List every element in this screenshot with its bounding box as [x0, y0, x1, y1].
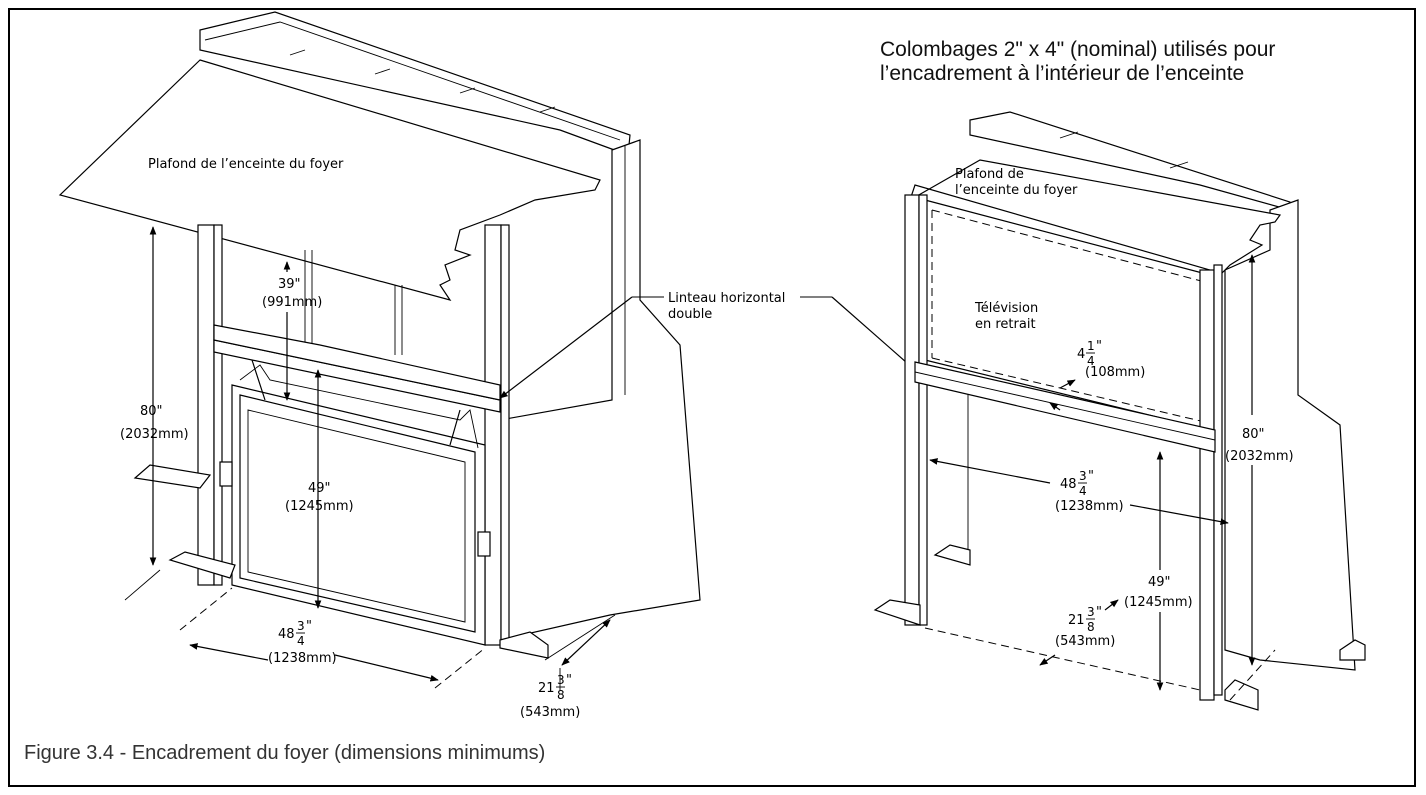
svg-text:": " [1096, 339, 1102, 354]
figure-frame [8, 8, 1416, 787]
left-dim-21-num: 3 [557, 673, 565, 687]
right-dim-48-num: 3 [1079, 469, 1087, 483]
left-dim-39: 39" [278, 277, 301, 292]
right-dim-21-mm: (543mm) [1055, 634, 1115, 649]
right-dim-21-num: 3 [1087, 605, 1095, 619]
header-line-2: l’encadrement à l’intérieur de l’enceint… [880, 62, 1244, 85]
callout-line-2: double [668, 307, 712, 322]
callout-leaders [499, 296, 916, 399]
svg-text:": " [1088, 469, 1094, 484]
right-dim-80: 80" [1242, 427, 1265, 442]
figure-caption: Figure 3.4 - Encadrement du foyer (dimen… [24, 742, 545, 764]
right-tv-line-1: Télévision [974, 301, 1038, 316]
left-dim-48-den: 4 [297, 634, 305, 648]
right-dim-48-mm: (1238mm) [1055, 499, 1124, 514]
svg-text:": " [1096, 605, 1102, 620]
right-dim-4-den: 4 [1087, 354, 1095, 368]
right-dim-49: 49" [1148, 575, 1171, 590]
left-dim-80-mm: (2032mm) [120, 427, 189, 442]
svg-text:": " [566, 673, 572, 688]
right-dim-80-mm: (2032mm) [1225, 449, 1294, 464]
right-dim-4: 4 [1077, 347, 1085, 362]
left-dim-49: 49" [308, 481, 331, 496]
left-dim-48: 48 [278, 627, 295, 642]
left-dim-80: 80" [140, 404, 163, 419]
right-tv-line-2: en retrait [975, 317, 1036, 332]
right-dim-4-mm: (108mm) [1085, 365, 1145, 380]
left-dim-21: 21 [538, 681, 555, 696]
left-framing-drawing [58, 11, 701, 659]
right-dim-48: 48 [1060, 477, 1077, 492]
right-dim-4-num: 1 [1087, 339, 1095, 353]
right-ceiling-line-2: l’enceinte du foyer [955, 183, 1078, 198]
left-dimensions [124, 226, 616, 690]
left-dim-39-mm: (991mm) [262, 295, 322, 310]
left-dim-49-mm: (1245mm) [285, 499, 354, 514]
callout-line-1: Linteau horizontal [668, 291, 785, 306]
left-dim-48-num: 3 [297, 619, 305, 633]
left-ceiling-label: Plafond de l’enceinte du foyer [148, 157, 344, 172]
right-ceiling-line-1: Plafond de [955, 167, 1024, 182]
left-dim-21-mm: (543mm) [520, 705, 580, 720]
right-framing-drawing [873, 111, 1366, 711]
right-dim-21: 21 [1068, 613, 1085, 628]
header-line-1: Colombages 2" x 4" (nominal) utilisés po… [880, 38, 1275, 61]
left-dim-48-mm: (1238mm) [268, 651, 337, 666]
left-dim-21-den: 8 [557, 688, 565, 702]
right-dim-21-den: 8 [1087, 620, 1095, 634]
right-dim-48-den: 4 [1079, 484, 1087, 498]
svg-text:": " [306, 619, 312, 634]
right-dimensions [929, 254, 1276, 701]
right-dim-49-mm: (1245mm) [1124, 595, 1193, 610]
